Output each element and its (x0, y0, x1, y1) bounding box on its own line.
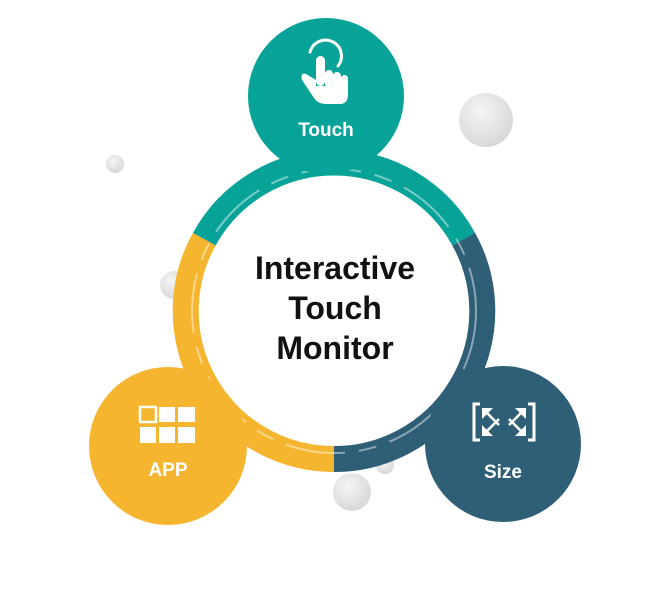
center-title-line: Interactive (254, 250, 416, 286)
node-label-app: APP (148, 460, 188, 481)
resize-arrows-icon (472, 402, 536, 442)
center-title-line: Touch (288, 290, 382, 326)
node-label-touch: Touch (298, 120, 354, 141)
decor-bubble (333, 473, 371, 511)
node-size-circle (425, 366, 581, 522)
center-title: Interactive Touch Monitor (215, 248, 455, 368)
center-title-line: Monitor (276, 330, 394, 366)
node-label-size: Size (483, 462, 523, 483)
center-disc (211, 188, 457, 434)
decor-bubble (459, 93, 513, 147)
app-grid-icon (138, 405, 195, 443)
touch-hand-icon (301, 38, 348, 104)
decor-bubble (106, 155, 124, 173)
node-app-circle (89, 367, 247, 525)
